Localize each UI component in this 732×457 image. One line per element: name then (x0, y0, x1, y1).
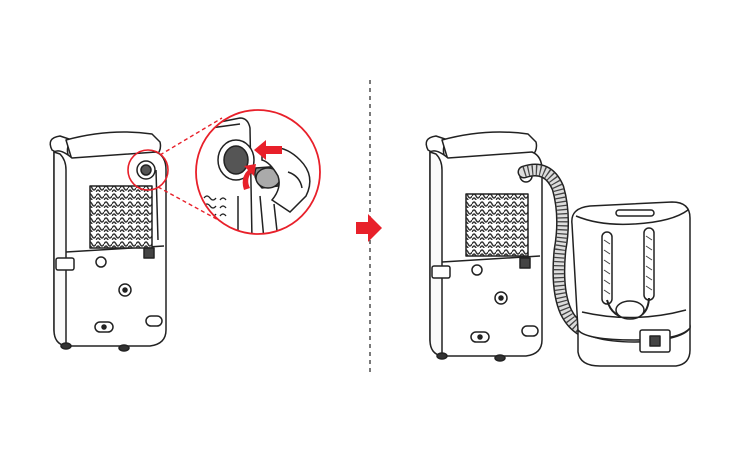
zoom-detail (195, 109, 321, 235)
left-arrow-icon (254, 140, 282, 160)
dehumidifier-right (425, 131, 543, 362)
drain-hose (517, 163, 589, 337)
curved-up-arrow-icon (242, 164, 256, 190)
zoom-connector-top (159, 117, 223, 156)
zoom-connector-bottom (157, 186, 223, 223)
highlight-circle (127, 149, 169, 191)
right-arrow-icon (356, 214, 382, 242)
water-tank (571, 201, 691, 367)
dehumidifier-left (49, 131, 167, 352)
